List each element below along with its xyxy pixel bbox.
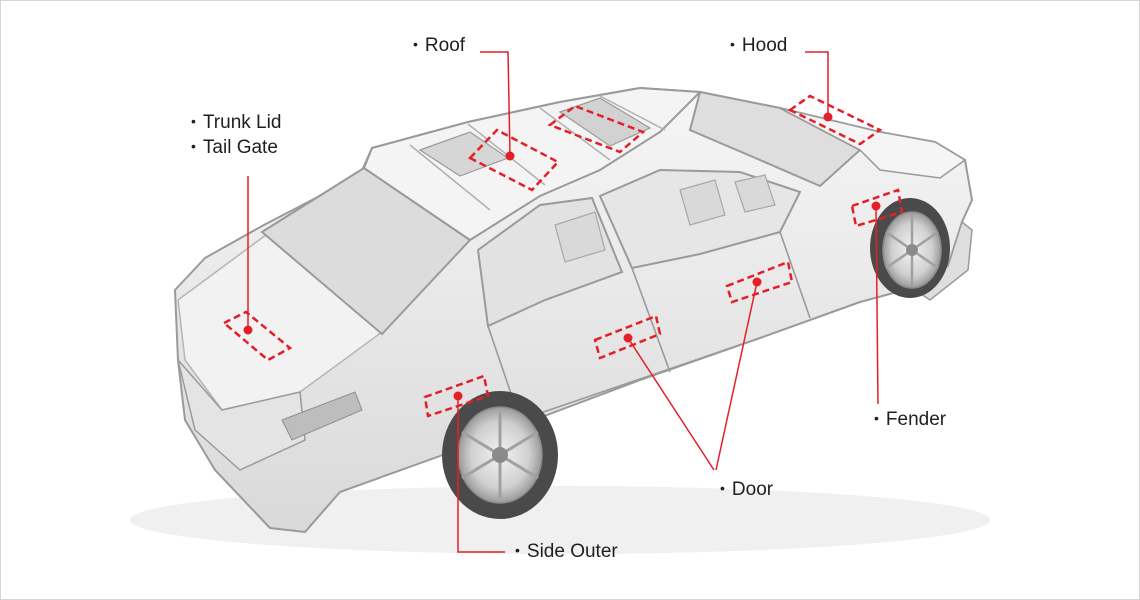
roof-leader [480, 51, 511, 157]
interior-seats [554, 174, 776, 263]
roof-dot [505, 151, 515, 161]
rear-bumper [177, 359, 306, 471]
fender-box [850, 188, 904, 228]
roof-box-front [547, 104, 646, 154]
front-wheel [870, 198, 950, 298]
label-trunk-lid-text: Trunk Lid [202, 112, 282, 133]
rear-door-box [593, 314, 662, 360]
rear-door-dot [623, 333, 633, 343]
ground-shadow [130, 486, 990, 554]
side-outer-dot [453, 391, 463, 401]
door-leader-a [627, 337, 715, 471]
label-door: • Door [720, 478, 773, 502]
callout-boxes [221, 94, 904, 418]
rear-wheel [442, 391, 558, 519]
roof-box-rear [467, 128, 561, 192]
tail-light [281, 391, 363, 441]
leader-lines [247, 51, 879, 553]
fender-leader [875, 205, 879, 405]
label-tail-gate-text: Tail Gate [202, 137, 278, 158]
front-door-dot [752, 277, 762, 287]
label-fender: • Fender [874, 408, 946, 432]
fender-dot [871, 201, 881, 211]
bullet-icon: • [730, 36, 735, 52]
label-fender-text: Fender [885, 409, 947, 430]
front-door-box [725, 260, 794, 304]
side-outer-box [423, 374, 490, 418]
side-outer-leader [457, 396, 505, 553]
label-roof-text: Roof [424, 35, 466, 56]
label-hood: • Hood [730, 34, 787, 58]
hood-dot [823, 112, 833, 122]
hood-leader [805, 51, 829, 117]
hood-box [787, 94, 883, 146]
hood-panel [779, 107, 967, 179]
label-trunk-lid: • Trunk Lid [191, 111, 281, 135]
label-side-outer: • Side Outer [515, 540, 618, 564]
bullet-icon: • [515, 542, 520, 558]
trunk-dot [243, 325, 253, 335]
bullet-icon: • [720, 480, 725, 496]
bullet-icon: • [191, 113, 196, 129]
label-hood-text: Hood [741, 35, 788, 56]
door-leader-b [715, 281, 758, 471]
bullet-icon: • [874, 410, 879, 426]
label-tail-gate: • Tail Gate [191, 136, 278, 160]
anchor-dots [243, 112, 881, 401]
label-side-outer-text: Side Outer [526, 541, 618, 562]
bullet-icon: • [413, 36, 418, 52]
label-roof: • Roof [413, 34, 465, 58]
bullet-icon: • [191, 138, 196, 154]
label-door-text: Door [731, 479, 774, 500]
trunk-box [221, 310, 293, 362]
